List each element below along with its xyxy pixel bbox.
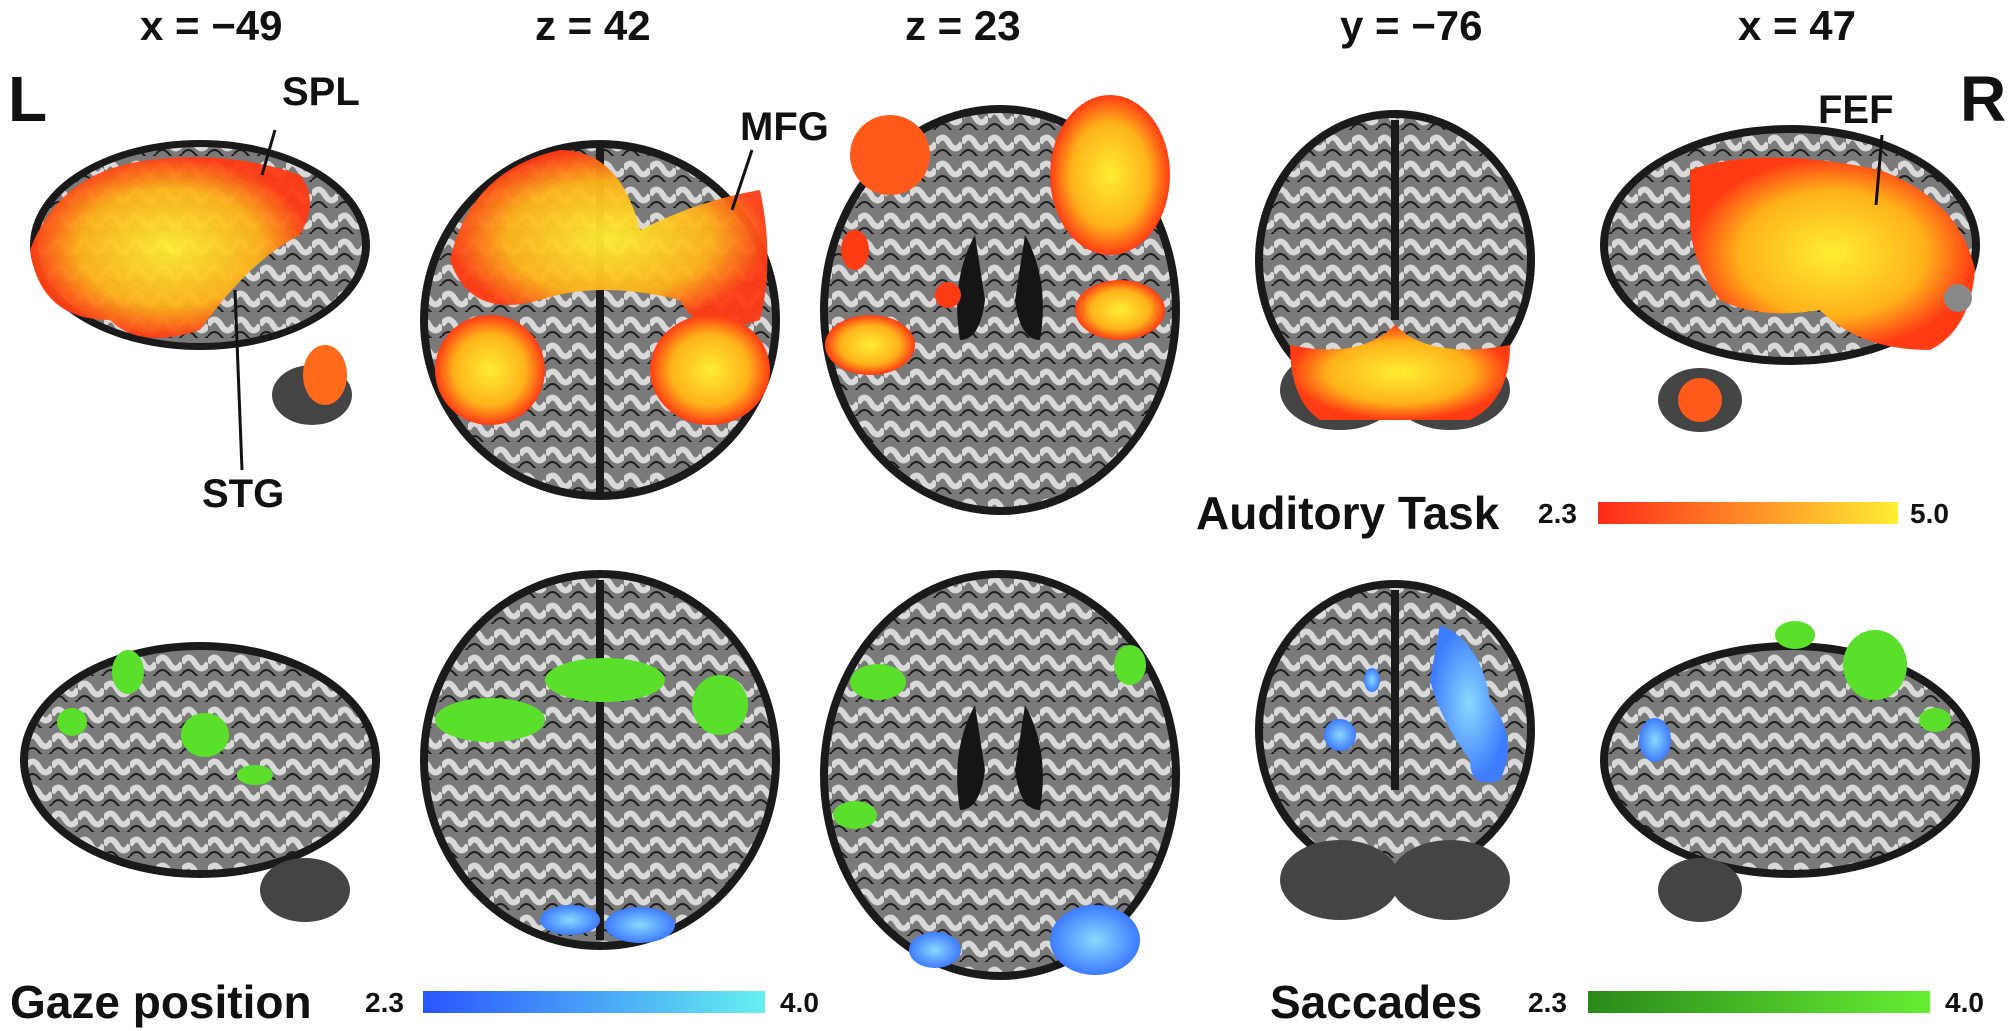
slice-bottom-axial-z23 [820,570,1180,980]
legend-auditory-colorbar [1598,502,1898,524]
left-hemisphere-marker: L [8,63,48,135]
label-stg: STG [202,472,285,516]
legend-auditory-min: 2.3 [1538,498,1577,529]
header-z-23: z = 23 [905,2,1021,49]
label-spl: SPL [282,70,360,114]
legend-saccades-title: Saccades [1270,976,1483,1028]
legend-auditory-max: 5.0 [1910,498,1949,529]
legend-auditory-title: Auditory Task [1196,487,1500,539]
legend-saccades-min: 2.3 [1528,987,1567,1018]
right-hemisphere-marker: R [1960,63,2007,135]
legend-gaze-title: Gaze position [10,976,312,1028]
label-fef: FEF [1818,88,1894,132]
header-y-76: y = −76 [1340,2,1483,49]
slice-bottom-sagittal-left [20,642,380,922]
legend-gaze-max: 4.0 [780,987,819,1018]
legend-saccades-colorbar [1588,991,1930,1013]
legend-saccades-max: 4.0 [1945,987,1984,1018]
legend-gaze-min: 2.3 [365,987,404,1018]
header-x-47: x = 47 [1738,2,1856,49]
slice-top-coronal-y76 [1255,110,1535,430]
legend-gaze-colorbar [423,991,765,1013]
slice-top-axial-z42 [420,140,780,500]
slice-top-sagittal-right [1600,125,1980,432]
slice-top-axial-z23 [820,95,1180,515]
slice-bottom-axial-z42 [420,570,780,950]
label-mfg: MFG [740,105,829,149]
slice-bottom-coronal-y76 [1255,580,1535,920]
header-z-42: z = 42 [535,2,651,49]
slice-top-sagittal-left [30,129,370,471]
header-x-49: x = −49 [140,2,283,49]
slice-bottom-sagittal-right [1600,621,1980,922]
